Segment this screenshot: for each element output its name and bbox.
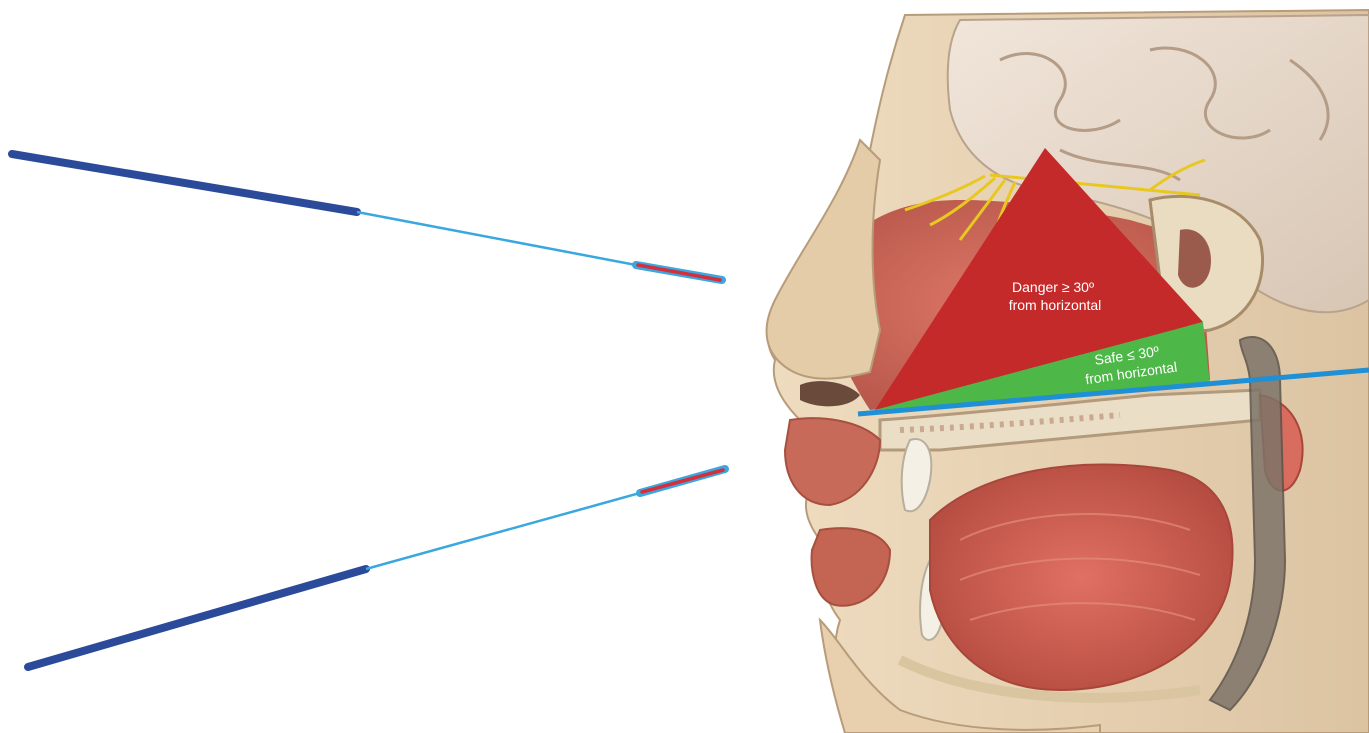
nose bbox=[767, 140, 880, 379]
swab-handle bbox=[28, 569, 366, 667]
swab-tip bbox=[642, 470, 723, 492]
swab-shaft bbox=[357, 212, 636, 265]
swab-shaft bbox=[366, 493, 640, 569]
swab-handle bbox=[12, 154, 357, 212]
upper-swab bbox=[12, 154, 722, 280]
lower-swab bbox=[28, 469, 725, 667]
swab-tip bbox=[638, 265, 720, 280]
